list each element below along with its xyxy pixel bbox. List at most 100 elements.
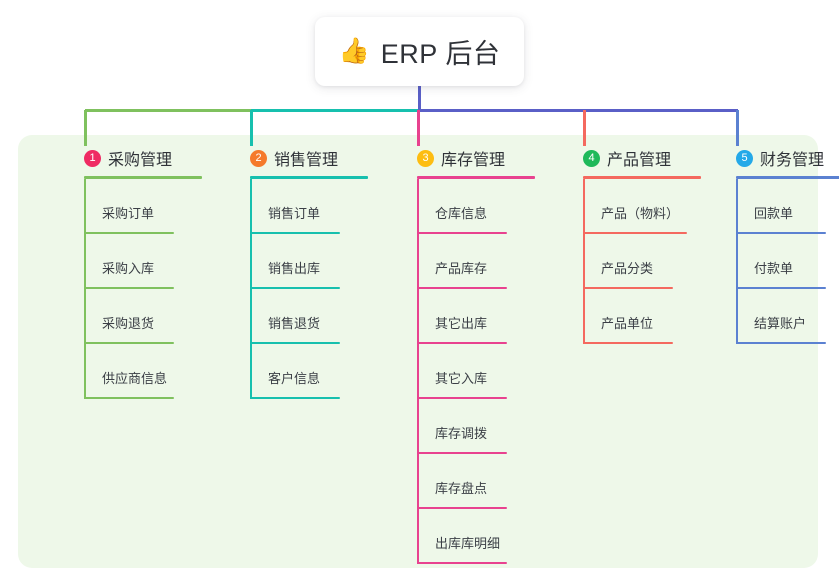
leaf-node[interactable]: 采购订单 bbox=[84, 179, 174, 234]
leaf-spine bbox=[417, 234, 419, 289]
leaf-label: 产品库存 bbox=[435, 261, 488, 276]
leaf-node[interactable]: 结算账户 bbox=[736, 289, 826, 344]
leaf-underline bbox=[736, 342, 826, 344]
branch-badge-5: 5 bbox=[736, 149, 753, 167]
leaf-label: 采购订单 bbox=[102, 206, 155, 221]
leaf-underline bbox=[84, 287, 174, 289]
leaf-label: 回款单 bbox=[754, 206, 794, 221]
leaf-label: 其它入库 bbox=[435, 371, 488, 386]
leaf-node[interactable]: 销售订单 bbox=[250, 179, 340, 234]
branch-items-3: 仓库信息产品库存其它出库其它入库库存调拨库存盘点出库库明细 bbox=[417, 179, 507, 564]
leaf-label: 采购退货 bbox=[102, 316, 155, 331]
leaf-node[interactable]: 出库库明细 bbox=[417, 509, 507, 564]
leaf-underline bbox=[583, 342, 673, 344]
leaf-spine bbox=[736, 234, 738, 289]
leaf-label: 其它出库 bbox=[435, 316, 488, 331]
branch-items-4: 产品（物料） 产品分类产品单位 bbox=[583, 179, 687, 344]
leaf-node[interactable]: 产品（物料） bbox=[583, 179, 687, 234]
leaf-node[interactable]: 库存盘点 bbox=[417, 454, 507, 509]
leaf-node[interactable]: 回款单 bbox=[736, 179, 826, 234]
leaf-underline bbox=[84, 397, 174, 399]
branch-title-4: 产品管理 bbox=[607, 152, 672, 169]
leaf-spine bbox=[250, 344, 252, 399]
leaf-label: 供应商信息 bbox=[102, 371, 168, 386]
leaf-node[interactable]: 供应商信息 bbox=[84, 344, 174, 399]
leaf-underline bbox=[417, 452, 507, 454]
leaf-label: 库存调拨 bbox=[435, 426, 488, 441]
branch-items-1: 采购订单采购入库采购退货供应商信息 bbox=[84, 179, 174, 399]
branch-title-1: 采购管理 bbox=[108, 152, 173, 169]
branch-header-5[interactable]: 5 财务管理 bbox=[736, 146, 824, 170]
leaf-label: 结算账户 bbox=[754, 316, 807, 331]
leaf-underline bbox=[583, 232, 687, 234]
leaf-label: 产品单位 bbox=[601, 316, 654, 331]
branch-title-5: 财务管理 bbox=[760, 152, 825, 169]
leaf-label: 产品分类 bbox=[601, 261, 654, 276]
branch-badge-1: 1 bbox=[84, 149, 101, 167]
branch-underline-1 bbox=[84, 176, 202, 179]
branch-title-3: 库存管理 bbox=[441, 152, 506, 169]
leaf-spine bbox=[736, 179, 738, 234]
leaf-label: 销售出库 bbox=[268, 261, 321, 276]
leaf-underline bbox=[250, 342, 340, 344]
branch-underline-4 bbox=[583, 176, 701, 179]
leaf-node[interactable]: 产品分类 bbox=[583, 234, 673, 289]
leaf-underline bbox=[417, 562, 507, 564]
leaf-underline bbox=[417, 342, 507, 344]
leaf-node[interactable]: 付款单 bbox=[736, 234, 826, 289]
leaf-node[interactable]: 销售出库 bbox=[250, 234, 340, 289]
leaf-spine bbox=[417, 399, 419, 454]
leaf-label: 出库库明细 bbox=[435, 536, 501, 551]
leaf-underline bbox=[84, 232, 174, 234]
leaf-label: 库存盘点 bbox=[435, 481, 488, 496]
leaf-node[interactable]: 客户信息 bbox=[250, 344, 340, 399]
leaf-spine bbox=[417, 454, 419, 509]
branch-header-4[interactable]: 4 产品管理 bbox=[583, 146, 671, 170]
branch-underline-3 bbox=[417, 176, 535, 179]
leaf-node[interactable]: 销售退货 bbox=[250, 289, 340, 344]
leaf-label: 客户信息 bbox=[268, 371, 321, 386]
leaf-node[interactable]: 其它入库 bbox=[417, 344, 507, 399]
leaf-node[interactable]: 采购退货 bbox=[84, 289, 174, 344]
leaf-underline bbox=[417, 287, 507, 289]
leaf-underline bbox=[250, 397, 340, 399]
leaf-node[interactable]: 库存调拨 bbox=[417, 399, 507, 454]
leaf-spine bbox=[250, 234, 252, 289]
leaf-spine bbox=[583, 234, 585, 289]
root-node-title: ERP 后台 bbox=[380, 39, 501, 69]
leaf-underline bbox=[417, 507, 507, 509]
thumbs-up-icon: 👍 bbox=[338, 37, 370, 65]
leaf-underline bbox=[417, 232, 507, 234]
branch-badge-2: 2 bbox=[250, 149, 267, 167]
branch-underline-5 bbox=[736, 176, 839, 179]
branch-badge-4: 4 bbox=[583, 149, 600, 167]
leaf-spine bbox=[583, 289, 585, 344]
leaf-label: 采购入库 bbox=[102, 261, 155, 276]
leaf-node[interactable]: 采购入库 bbox=[84, 234, 174, 289]
leaf-spine bbox=[84, 179, 86, 234]
root-node-card[interactable]: 👍 ERP 后台 bbox=[315, 17, 524, 86]
leaf-node[interactable]: 其它出库 bbox=[417, 289, 507, 344]
leaf-node[interactable]: 产品单位 bbox=[583, 289, 673, 344]
leaf-underline bbox=[250, 232, 340, 234]
leaf-spine bbox=[250, 179, 252, 234]
leaf-underline bbox=[84, 342, 174, 344]
leaf-label: 付款单 bbox=[754, 261, 794, 276]
leaf-spine bbox=[417, 344, 419, 399]
leaf-spine bbox=[84, 344, 86, 399]
leaf-spine bbox=[736, 289, 738, 344]
branch-header-1[interactable]: 1 采购管理 bbox=[84, 146, 172, 170]
leaf-label: 销售订单 bbox=[268, 206, 321, 221]
leaf-node[interactable]: 产品库存 bbox=[417, 234, 507, 289]
leaf-label: 仓库信息 bbox=[435, 206, 488, 221]
leaf-spine bbox=[417, 509, 419, 564]
leaf-spine bbox=[583, 179, 585, 234]
leaf-spine bbox=[417, 179, 419, 234]
branch-underline-2 bbox=[250, 176, 368, 179]
leaf-node[interactable]: 仓库信息 bbox=[417, 179, 507, 234]
branch-items-5: 回款单付款单结算账户 bbox=[736, 179, 826, 344]
